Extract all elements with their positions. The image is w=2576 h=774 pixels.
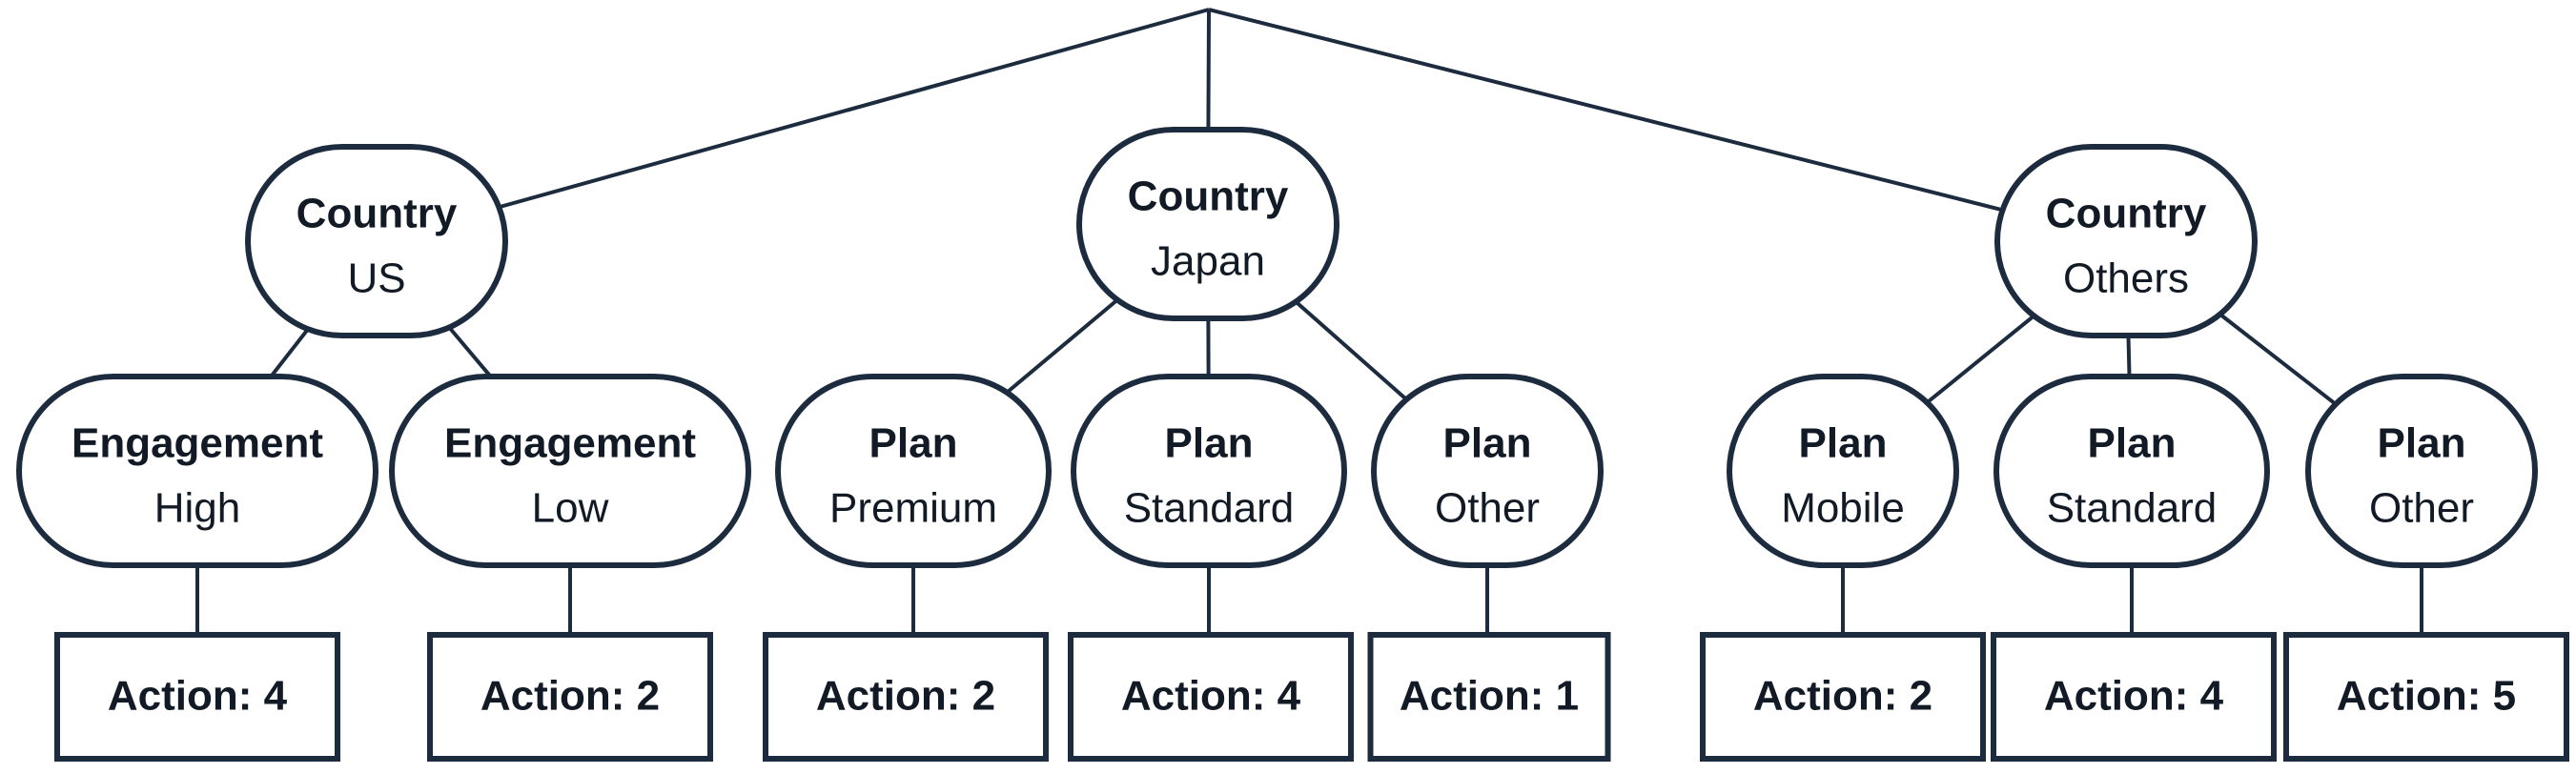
edge-root-to-country xyxy=(1208,8,2005,213)
node-shape xyxy=(389,374,751,568)
action-leaf: Action: 4 xyxy=(1068,632,1354,762)
node-title: Plan xyxy=(869,420,958,467)
action-box xyxy=(1068,632,1354,762)
node-value: US xyxy=(347,255,405,302)
action-label: Action: 2 xyxy=(480,673,660,720)
node-title: Country xyxy=(1128,173,1289,220)
action-box xyxy=(2283,632,2569,762)
node-shape xyxy=(2305,374,2538,568)
action-leaf: Action: 2 xyxy=(763,632,1049,762)
edge-country-to-child xyxy=(998,293,1125,400)
node-shape xyxy=(775,374,1052,568)
action-leaf: Action: 5 xyxy=(2283,632,2569,762)
action-label: Action: 2 xyxy=(816,673,995,720)
edge-root-to-country xyxy=(496,8,1210,210)
node-title: Plan xyxy=(2088,420,2177,467)
node-value: Low xyxy=(532,485,609,532)
action-label: Action: 4 xyxy=(108,673,288,720)
action-box xyxy=(54,632,340,762)
node-shape xyxy=(1994,144,2258,338)
edge-root-to-country xyxy=(1206,9,1211,131)
node-value: Standard xyxy=(2047,485,2218,532)
node-title: Engagement xyxy=(444,420,696,467)
node-value: Premium xyxy=(829,485,997,532)
edge-country-to-child xyxy=(2126,335,2132,377)
node-title: Engagement xyxy=(72,420,323,467)
action-box xyxy=(427,632,713,762)
action-box xyxy=(1700,632,1986,762)
node-value: Standard xyxy=(1124,485,1295,532)
node-value: Others xyxy=(2063,255,2189,302)
node-title: Plan xyxy=(1799,420,1888,467)
action-label: Action: 4 xyxy=(1121,673,1301,720)
action-leaf: Action: 2 xyxy=(427,632,713,762)
node-shape xyxy=(1993,374,2270,568)
node-shape xyxy=(16,374,378,568)
edge-country-to-child xyxy=(263,321,315,385)
node-shape xyxy=(1371,374,1604,568)
action-label: Action: 5 xyxy=(2337,673,2516,720)
action-box xyxy=(763,632,1049,762)
node-title: Plan xyxy=(1443,420,1532,467)
edge-country-to-child xyxy=(1288,295,1411,404)
action-label: Action: 1 xyxy=(1400,673,1579,720)
node-value: Japan xyxy=(1151,238,1265,285)
node-shape xyxy=(1727,374,1959,568)
node-value: Other xyxy=(2369,485,2474,532)
action-box xyxy=(1991,632,2277,762)
node-shape xyxy=(1076,127,1339,321)
edge-country-to-child xyxy=(1922,309,2041,407)
node-value: Mobile xyxy=(1781,485,1905,532)
action-label: Action: 2 xyxy=(1753,673,1932,720)
tree-edges xyxy=(195,8,2423,635)
action-leaf: Action: 1 xyxy=(1367,632,1611,762)
node-value: Other xyxy=(1435,485,1540,532)
action-box xyxy=(1367,632,1611,762)
node-title: Country xyxy=(2046,191,2207,237)
node-title: Plan xyxy=(2378,420,2466,467)
node-shape xyxy=(1071,374,1347,568)
action-label: Action: 4 xyxy=(2044,673,2224,720)
edge-country-to-child xyxy=(2213,308,2341,408)
node-shape xyxy=(245,144,508,338)
action-leaf: Action: 2 xyxy=(1700,632,1986,762)
action-leaf: Action: 4 xyxy=(54,632,340,762)
node-title: Country xyxy=(296,191,458,237)
node-value: High xyxy=(154,485,241,532)
node-title: Plan xyxy=(1165,420,1254,467)
action-leaf: Action: 4 xyxy=(1991,632,2277,762)
